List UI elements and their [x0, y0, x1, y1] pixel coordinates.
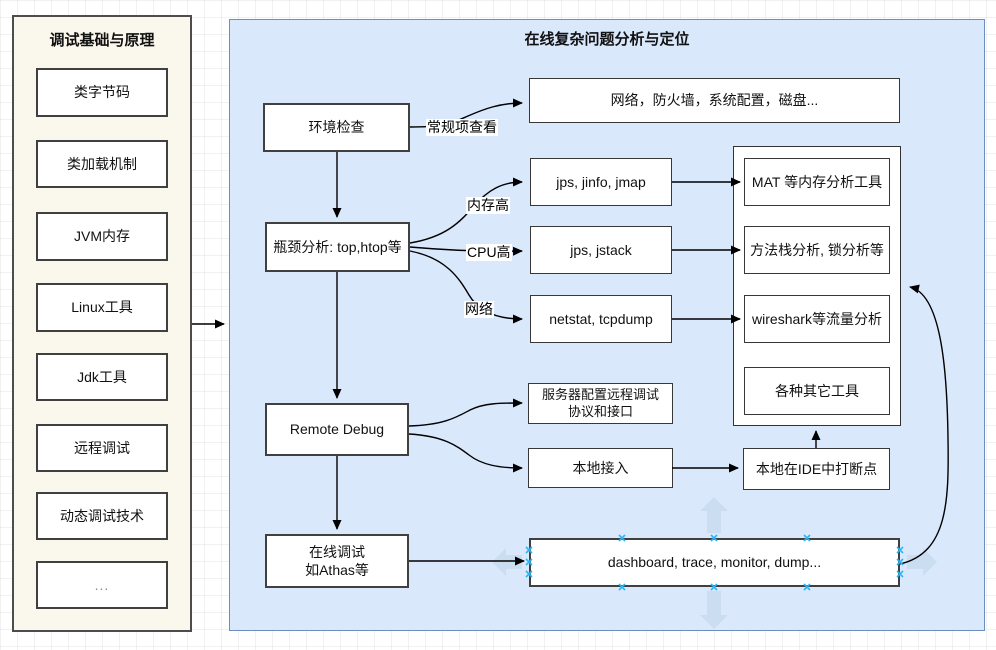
node-label-line1: 在线调试 [309, 543, 365, 560]
edge-label-high-cpu[interactable]: CPU高 [466, 244, 512, 261]
node-label: 动态调试技术 [60, 507, 144, 524]
node-remote-debug[interactable]: Remote Debug [265, 403, 409, 456]
node-ide-breakpoint[interactable]: 本地在IDE中打断点 [743, 448, 890, 490]
node-class-loading[interactable]: 类加载机制 [36, 140, 168, 188]
node-label: 各种其它工具 [775, 382, 859, 399]
edge-label-network[interactable]: 网络 [464, 301, 494, 318]
node-traffic-tools[interactable]: wireshark等流量分析 [744, 295, 890, 343]
node-label: Remote Debug [289, 421, 385, 438]
node-label-line2: 协议和接口 [567, 403, 633, 419]
node-online-debug[interactable]: 在线调试 如Athas等 [265, 534, 409, 588]
node-label-line1: 服务器配置远程调试 [541, 386, 659, 402]
node-label: JVM内存 [74, 228, 130, 245]
edge-label-routine-check[interactable]: 常规项查看 [426, 119, 498, 136]
node-label: 瓶颈分析: top,htop等 [273, 238, 402, 255]
node-label: 类加载机制 [67, 155, 137, 172]
node-stack-tools[interactable]: 方法栈分析, 锁分析等 [744, 226, 890, 274]
node-label: 类字节码 [74, 84, 130, 101]
node-jdk-tools[interactable]: Jdk工具 [36, 353, 168, 401]
node-label: 本地在IDE中打断点 [755, 460, 878, 477]
node-label: ... [94, 576, 110, 593]
node-label: dashboard, trace, monitor, dump... [607, 554, 822, 571]
node-label: jps, jinfo, jmap [556, 173, 646, 190]
node-other-tools[interactable]: 各种其它工具 [744, 367, 890, 415]
right-panel-title: 在线复杂问题分析与定位 [524, 31, 690, 48]
node-label: 网络，防火墙，系统配置，磁盘... [610, 92, 819, 109]
node-server-remote-config[interactable]: 服务器配置远程调试 协议和接口 [528, 383, 673, 424]
node-dashboard[interactable]: dashboard, trace, monitor, dump... [529, 538, 900, 587]
node-memory-cmds[interactable]: jps, jinfo, jmap [530, 158, 672, 206]
node-label: Jdk工具 [77, 368, 127, 385]
node-network-cmds[interactable]: netstat, tcpdump [530, 295, 672, 343]
node-label: MAT 等内存分析工具 [751, 173, 883, 190]
node-env-check[interactable]: 环境检查 [263, 103, 410, 152]
node-label: wireshark等流量分析 [752, 310, 882, 327]
node-linux-tools[interactable]: Linux工具 [36, 283, 168, 332]
node-bottleneck[interactable]: 瓶颈分析: top,htop等 [265, 222, 410, 272]
left-panel-title: 调试基础与原理 [49, 32, 155, 49]
node-remote-debugging[interactable]: 远程调试 [36, 424, 168, 472]
node-label: jps, jstack [570, 241, 632, 258]
node-label-line2: 如Athas等 [305, 562, 369, 578]
node-label: 方法栈分析, 锁分析等 [750, 241, 884, 258]
node-label: 本地接入 [572, 459, 629, 476]
node-jvm-memory[interactable]: JVM内存 [36, 212, 168, 261]
node-dynamic-debug[interactable]: 动态调试技术 [36, 492, 168, 540]
node-label: 环境检查 [308, 119, 365, 136]
node-general-check[interactable]: 网络，防火墙，系统配置，磁盘... [529, 78, 900, 123]
node-class-bytecode[interactable]: 类字节码 [36, 68, 168, 117]
node-label: 远程调试 [74, 439, 130, 456]
node-memory-tools[interactable]: MAT 等内存分析工具 [744, 158, 890, 206]
node-label: netstat, tcpdump [549, 310, 653, 327]
edge-label-high-memory[interactable]: 内存高 [466, 197, 510, 214]
node-label: Linux工具 [71, 299, 133, 316]
node-ellipsis[interactable]: ... [36, 561, 168, 609]
node-cpu-cmds[interactable]: jps, jstack [530, 226, 672, 274]
node-local-access[interactable]: 本地接入 [528, 448, 673, 488]
